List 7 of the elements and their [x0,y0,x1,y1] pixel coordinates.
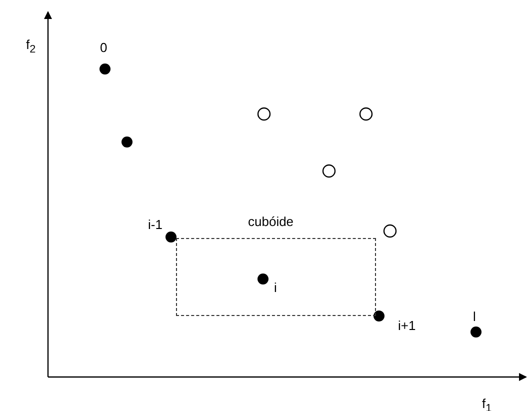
point-label: i+1 [398,318,416,333]
region-label: cubóide [248,214,294,229]
point-label: i-1 [148,217,162,232]
point-label: i [274,280,277,295]
point-label: 0 [100,40,108,55]
axis-label: f$_{2}$ [26,37,36,58]
point-label: l [473,309,476,324]
